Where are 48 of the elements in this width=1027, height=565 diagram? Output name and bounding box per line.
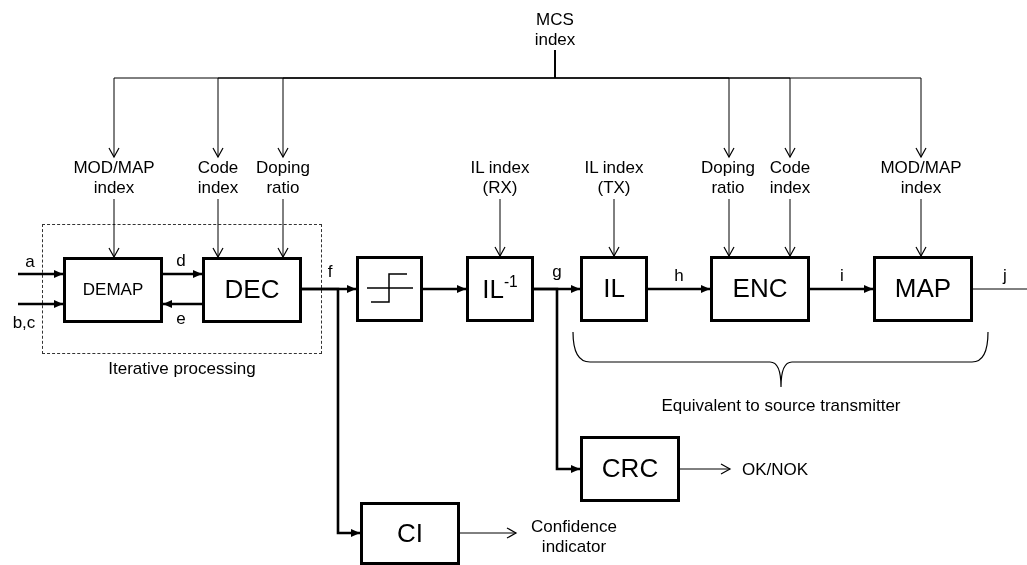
group-caption: Iterative processing	[107, 359, 257, 380]
arrow	[679, 463, 731, 475]
parameter-label: MCS index	[518, 10, 592, 50]
parameter-label: Doping ratio	[251, 157, 315, 199]
arrow	[915, 198, 927, 257]
edge-label: h	[673, 266, 685, 284]
arrow	[423, 285, 466, 293]
process-box: CI	[360, 502, 460, 565]
arrow	[494, 198, 506, 257]
annotation-label: Equivalent to source transmitter	[661, 396, 901, 417]
process-box: IL	[580, 256, 648, 322]
parameter-label: MOD/MAP index	[66, 157, 162, 199]
process-box: IL$^{-1}$	[466, 256, 534, 322]
parameter-label: IL index (RX)	[452, 157, 548, 199]
arrow	[18, 270, 63, 278]
arrow	[302, 287, 360, 537]
process-box: DEMAP	[63, 257, 163, 323]
process-box: CRC	[580, 436, 680, 502]
edge-label: j	[1002, 266, 1008, 284]
parameter-label: Code index	[759, 157, 821, 199]
arrow	[554, 49, 927, 158]
parameter-label: OK/NOK	[730, 458, 820, 482]
parameter-label: Confidence indicator	[516, 514, 632, 560]
arrow	[810, 285, 873, 293]
edge-label: d	[175, 251, 187, 269]
edge-label: f	[326, 262, 334, 280]
process-box: DEC	[202, 257, 302, 323]
arrow	[277, 198, 289, 258]
arrow	[212, 198, 224, 258]
process-box: ENC	[710, 256, 810, 322]
parameter-label: IL index (TX)	[566, 157, 662, 199]
arrow	[534, 287, 580, 473]
edge-label: i	[839, 266, 845, 284]
arrow	[163, 270, 202, 278]
parameter-label: Doping ratio	[697, 157, 759, 199]
arrow	[608, 198, 620, 257]
parameter-label: MOD/MAP index	[871, 157, 971, 199]
arrow	[723, 198, 735, 257]
arrow	[163, 300, 202, 308]
edge-label: b,c	[11, 313, 37, 331]
process-box: MAP	[873, 256, 973, 322]
parameter-label: Code index	[186, 157, 250, 199]
threshold-box	[356, 256, 423, 322]
arrow	[784, 198, 796, 257]
arrow	[459, 527, 517, 539]
arrow	[18, 300, 63, 308]
arrow	[648, 285, 710, 293]
arrow	[108, 198, 120, 258]
